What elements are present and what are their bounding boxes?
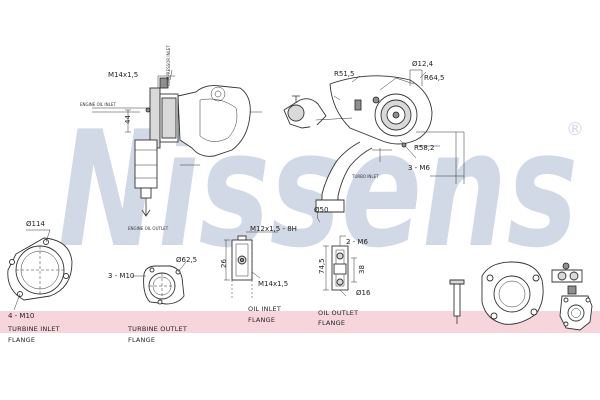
caption-band bbox=[0, 311, 600, 333]
dim-r582: R58,2 bbox=[414, 144, 434, 152]
dim-m14b: M14x1,5 bbox=[258, 280, 288, 288]
dim-m10-4: 4 - M10 bbox=[8, 312, 34, 320]
caption-turbine-outlet-line1: TURBINE OUTLET bbox=[127, 325, 187, 333]
brand-watermark: Nissens ® bbox=[58, 96, 584, 283]
gasket-kit bbox=[449, 261, 593, 331]
dim-d50: Ø50 bbox=[314, 206, 328, 214]
dim-m10-3: 3 - M10 bbox=[108, 272, 134, 280]
note-oil-out: ENGINE OIL OUTLET bbox=[128, 226, 169, 231]
note-oil-in: ENGINE OIL INLET bbox=[80, 102, 116, 107]
dim-m6-3: 3 - M6 bbox=[408, 164, 430, 172]
turbine-inlet-flange bbox=[7, 229, 73, 311]
dim-r64: R64,5 bbox=[424, 74, 444, 82]
dim-m12: M12x1,5 - 8H bbox=[250, 225, 297, 233]
caption-oil-inlet: OIL INLET FLANGE bbox=[248, 305, 281, 324]
caption-oil-inlet-line1: OIL INLET bbox=[248, 305, 281, 313]
turbine-outlet-flange bbox=[132, 261, 187, 305]
caption-oil-inlet-line2: FLANGE bbox=[248, 316, 275, 324]
dim-side-note: COMPRESSOR INLET bbox=[166, 45, 171, 86]
oil-outlet-flange bbox=[323, 235, 357, 297]
caption-turbine-outlet: TURBINE OUTLET FLANGE bbox=[127, 325, 187, 344]
dim-m14: M14x1,5 bbox=[108, 71, 138, 79]
caption-turbine-inlet: TURBINE INLET FLANGE bbox=[7, 325, 60, 344]
caption-turbine-inlet-line1: TURBINE INLET bbox=[7, 325, 60, 333]
oil-inlet-flange bbox=[224, 231, 278, 300]
dim-44: 44 bbox=[124, 115, 132, 124]
dim-d16: Ø16 bbox=[356, 289, 371, 297]
dim-r51: R51,5 bbox=[334, 70, 354, 78]
note-turbo-inlet: TURBO INLET bbox=[351, 174, 379, 179]
dim-38: 38 bbox=[358, 265, 366, 274]
dim-d124: Ø12,4 bbox=[412, 60, 434, 68]
dim-d625: Ø62,5 bbox=[176, 256, 197, 264]
turbo-front-view bbox=[283, 69, 465, 223]
dim-m6-2: 2 - M6 bbox=[346, 238, 368, 246]
caption-turbine-inlet-line2: FLANGE bbox=[8, 336, 35, 344]
dim-d114: Ø114 bbox=[26, 220, 45, 228]
registered-mark: ® bbox=[566, 119, 584, 140]
dim-745: 74,5 bbox=[318, 258, 326, 274]
dim-26: 26 bbox=[220, 259, 228, 268]
caption-oil-outlet-line2: FLANGE bbox=[318, 319, 345, 327]
caption-oil-outlet-line1: OIL OUTLET bbox=[318, 309, 358, 317]
caption-turbine-outlet-line2: FLANGE bbox=[128, 336, 155, 344]
turbo-side-view bbox=[92, 69, 262, 217]
caption-oil-outlet: OIL OUTLET FLANGE bbox=[318, 309, 358, 327]
